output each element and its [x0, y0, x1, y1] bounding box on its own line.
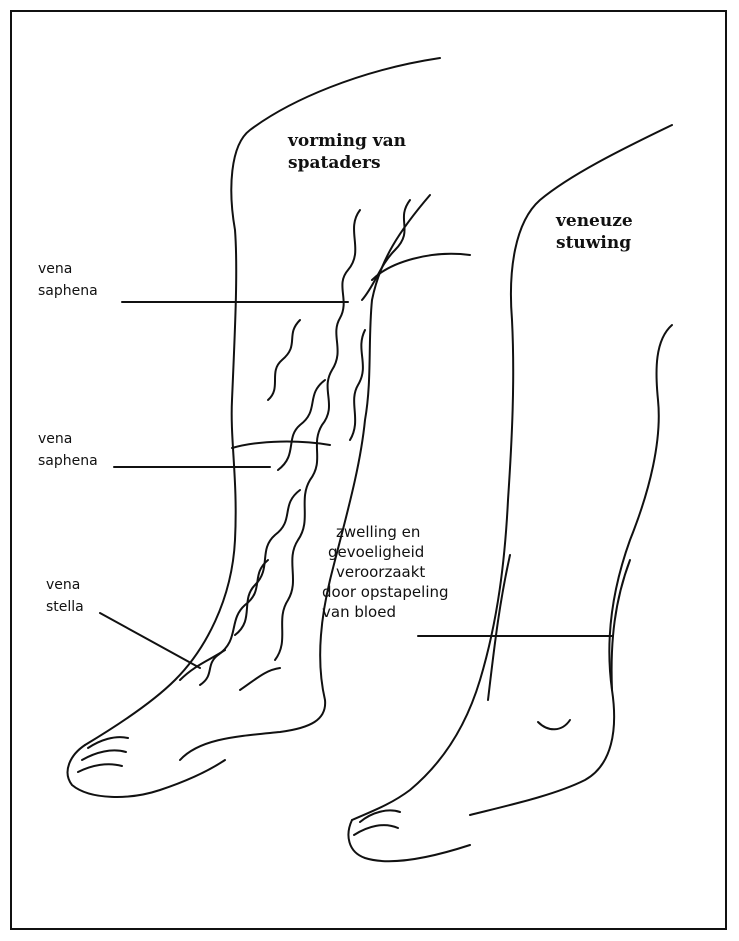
- varicose-vein-lower: [200, 560, 268, 685]
- note-line: veroorzaakt: [322, 562, 449, 582]
- right-ankle-bone: [538, 720, 570, 729]
- left-leg-title: vorming van spataders: [288, 130, 406, 174]
- label-line: vena: [38, 258, 98, 280]
- label-line: vena: [46, 574, 84, 596]
- left-knee-crease: [232, 442, 330, 448]
- left-toes: [78, 737, 128, 772]
- label-vena-stella: vena stella: [46, 574, 84, 618]
- left-foot-sole: [68, 745, 225, 797]
- label-line: vena: [38, 428, 98, 450]
- note-line: zwelling en: [322, 522, 449, 542]
- label-vena-saphena-lower: vena saphena: [38, 428, 98, 472]
- left-leg-title-line: vorming van: [288, 130, 406, 152]
- note-line: gevoeligheid: [322, 542, 449, 562]
- label-line: saphena: [38, 450, 98, 472]
- label-line: stella: [46, 596, 84, 618]
- right-back-outline: [470, 325, 672, 815]
- right-leg-title-line: veneuze: [556, 210, 633, 232]
- note-line: van bloed: [322, 602, 449, 622]
- varicose-vein-upper: [362, 200, 410, 300]
- note-line: door opstapeling: [322, 582, 449, 602]
- label-line: saphena: [38, 280, 98, 302]
- right-toes: [354, 810, 400, 835]
- label-vena-saphena-upper: vena saphena: [38, 258, 98, 302]
- right-leg-title-line: stuwing: [556, 232, 633, 254]
- swelling-note: zwelling en gevoeligheid veroorzaakt doo…: [322, 522, 449, 622]
- right-leg-title: veneuze stuwing: [556, 210, 633, 254]
- right-foot-sole: [348, 820, 470, 861]
- right-swelling-outline: [488, 555, 630, 700]
- leader-line-stella: [100, 613, 200, 668]
- left-back-outline: [180, 195, 430, 760]
- left-leg-title-line: spataders: [288, 152, 406, 174]
